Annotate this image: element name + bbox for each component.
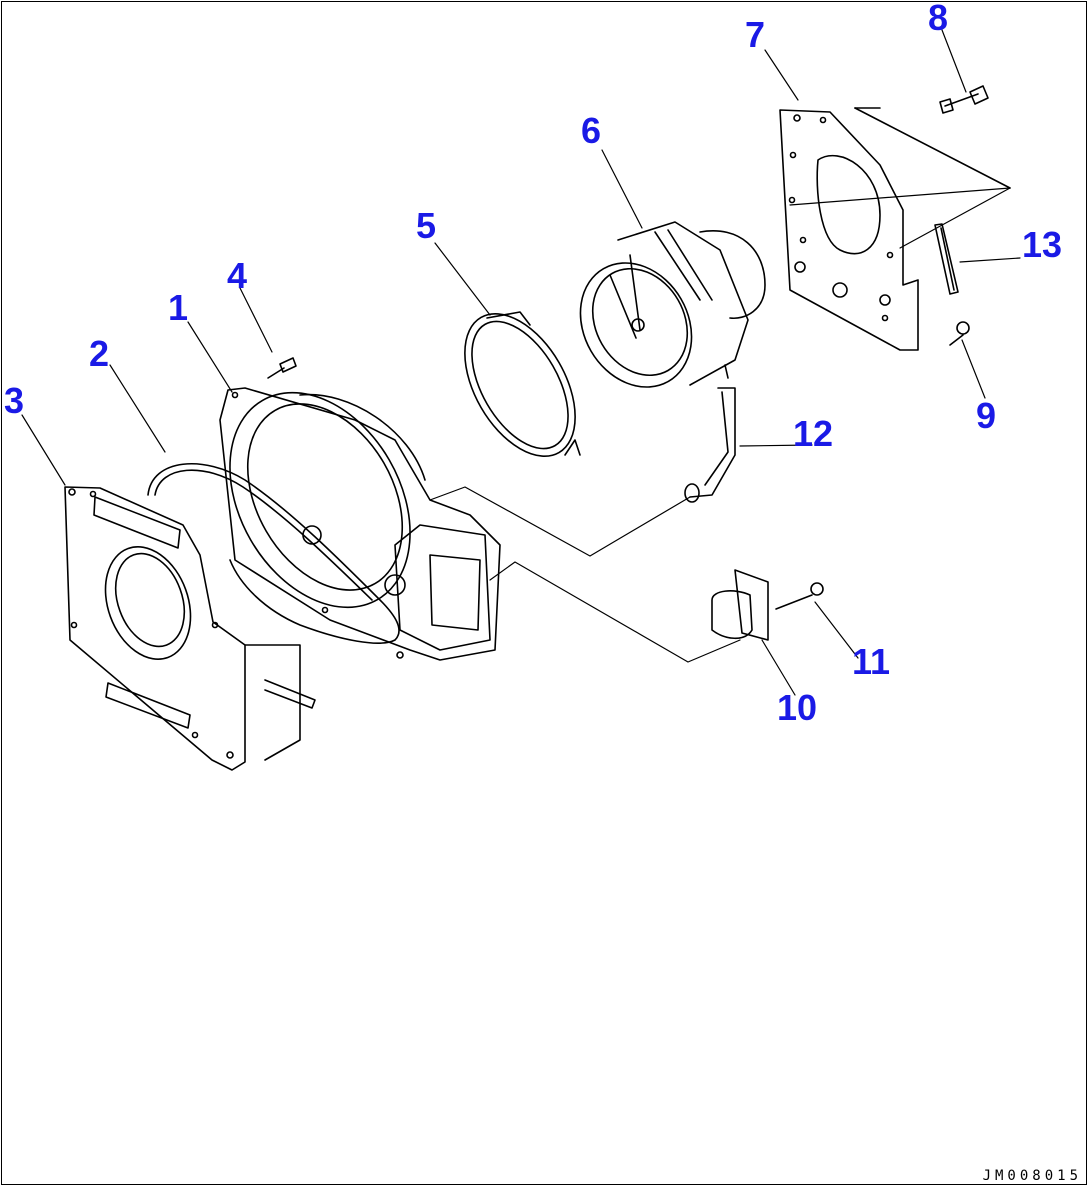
- callout-2: 2: [89, 333, 109, 374]
- callout-5: 5: [416, 205, 436, 246]
- callout-11: 11: [852, 641, 890, 682]
- part-13-clip: [934, 223, 959, 295]
- part-10-resistor: [711, 569, 769, 641]
- callout-13: 13: [1022, 224, 1062, 265]
- callout-7: 7: [745, 14, 765, 55]
- callout-10: 10: [777, 687, 817, 728]
- callout-9: 9: [976, 395, 996, 436]
- part-6-blower-motor: [579, 221, 766, 388]
- part-5-gasket: [464, 311, 581, 457]
- part-12-hose: [684, 387, 736, 503]
- callout-6: 6: [581, 110, 601, 151]
- callout-1: 1: [168, 287, 188, 328]
- drawing-code: JM008015: [982, 1168, 1082, 1184]
- part-9-screw: [949, 321, 970, 346]
- part-2-seal: [147, 462, 400, 644]
- part-8-bolt: [939, 85, 989, 114]
- callout-labels: 1 2 3 4 5 6 7 8 9 10 11 12 13: [4, 0, 1062, 728]
- part-11-screw: [775, 582, 824, 610]
- leader-lines: [21, 29, 1021, 696]
- callout-12: 12: [793, 413, 833, 454]
- callout-3: 3: [4, 380, 24, 421]
- part-3-cover-plate: [64, 486, 316, 771]
- part-7-bracket: [779, 107, 1011, 351]
- callout-4: 4: [227, 255, 247, 296]
- assembly-lines: [429, 187, 1011, 663]
- part-1-blower-case: [219, 387, 501, 661]
- part-4-screw: [267, 357, 297, 379]
- callout-8: 8: [928, 0, 948, 38]
